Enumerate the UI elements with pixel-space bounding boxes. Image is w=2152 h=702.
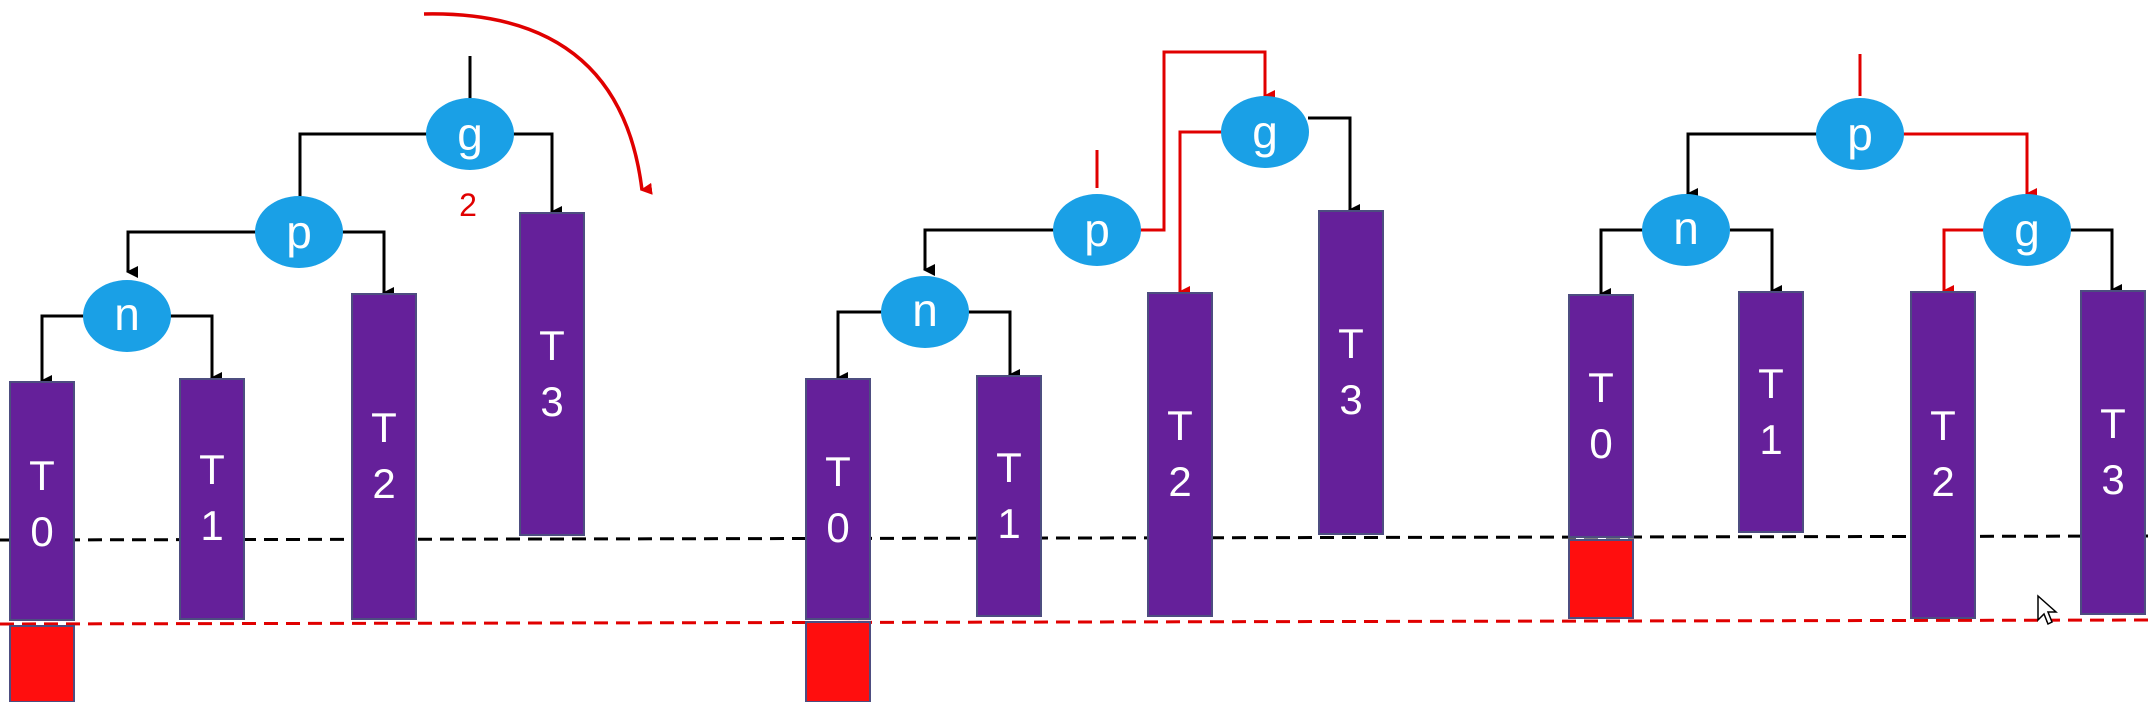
- edge-n-t0: [836, 310, 882, 384]
- edge-g-t3: [1308, 116, 1360, 216]
- edge-g-t2: [1942, 228, 1984, 297]
- edge-p-t2: [342, 230, 394, 299]
- edge-n-t0: [40, 314, 84, 387]
- edge-n-t1: [1730, 228, 1782, 297]
- node-label-n: n: [114, 288, 140, 340]
- node-p: p: [1816, 98, 1904, 170]
- red-dashed-line: [0, 618, 2152, 626]
- edge-p-to-g: [1140, 50, 1275, 232]
- node-p: p: [255, 196, 343, 268]
- edge-p-n: [923, 228, 1054, 276]
- node-g: g: [426, 98, 514, 170]
- black-dashed-line: [0, 534, 2152, 542]
- node-n: n: [1642, 194, 1730, 266]
- node-p: p: [1053, 194, 1141, 266]
- edge-p-n: [1686, 132, 1818, 200]
- node-g: g: [1983, 194, 2071, 266]
- rotation-arrow-icon: [423, 12, 653, 195]
- red-block: [1568, 539, 1634, 619]
- node-label-p: p: [1084, 204, 1110, 256]
- node-label-g: g: [457, 108, 483, 160]
- edge-n-t1: [968, 310, 1020, 381]
- balance-factor-label: 2: [459, 187, 477, 223]
- node-label-g: g: [2014, 204, 2040, 256]
- edge-g-t3: [512, 132, 562, 218]
- node-label-g: g: [1252, 106, 1278, 158]
- node-n: n: [881, 276, 969, 348]
- node-n: n: [83, 280, 171, 352]
- node-label-n: n: [1673, 202, 1699, 254]
- edge-g-t3: [2070, 228, 2122, 296]
- mouse-cursor-icon: [2037, 594, 2058, 626]
- edge-n-t1: [170, 314, 222, 384]
- red-block: [9, 625, 75, 702]
- edge-n-t0: [1599, 228, 1643, 300]
- red-block: [805, 621, 871, 702]
- edge-g-t2: [1178, 130, 1222, 298]
- edge-p-g: [1903, 132, 2037, 200]
- edge-g-p: [298, 132, 428, 212]
- edge-p-n: [126, 230, 256, 278]
- node-label-n: n: [912, 284, 938, 336]
- node-g: g: [1221, 96, 1309, 168]
- node-label-p: p: [286, 206, 312, 258]
- node-label-p: p: [1847, 108, 1873, 160]
